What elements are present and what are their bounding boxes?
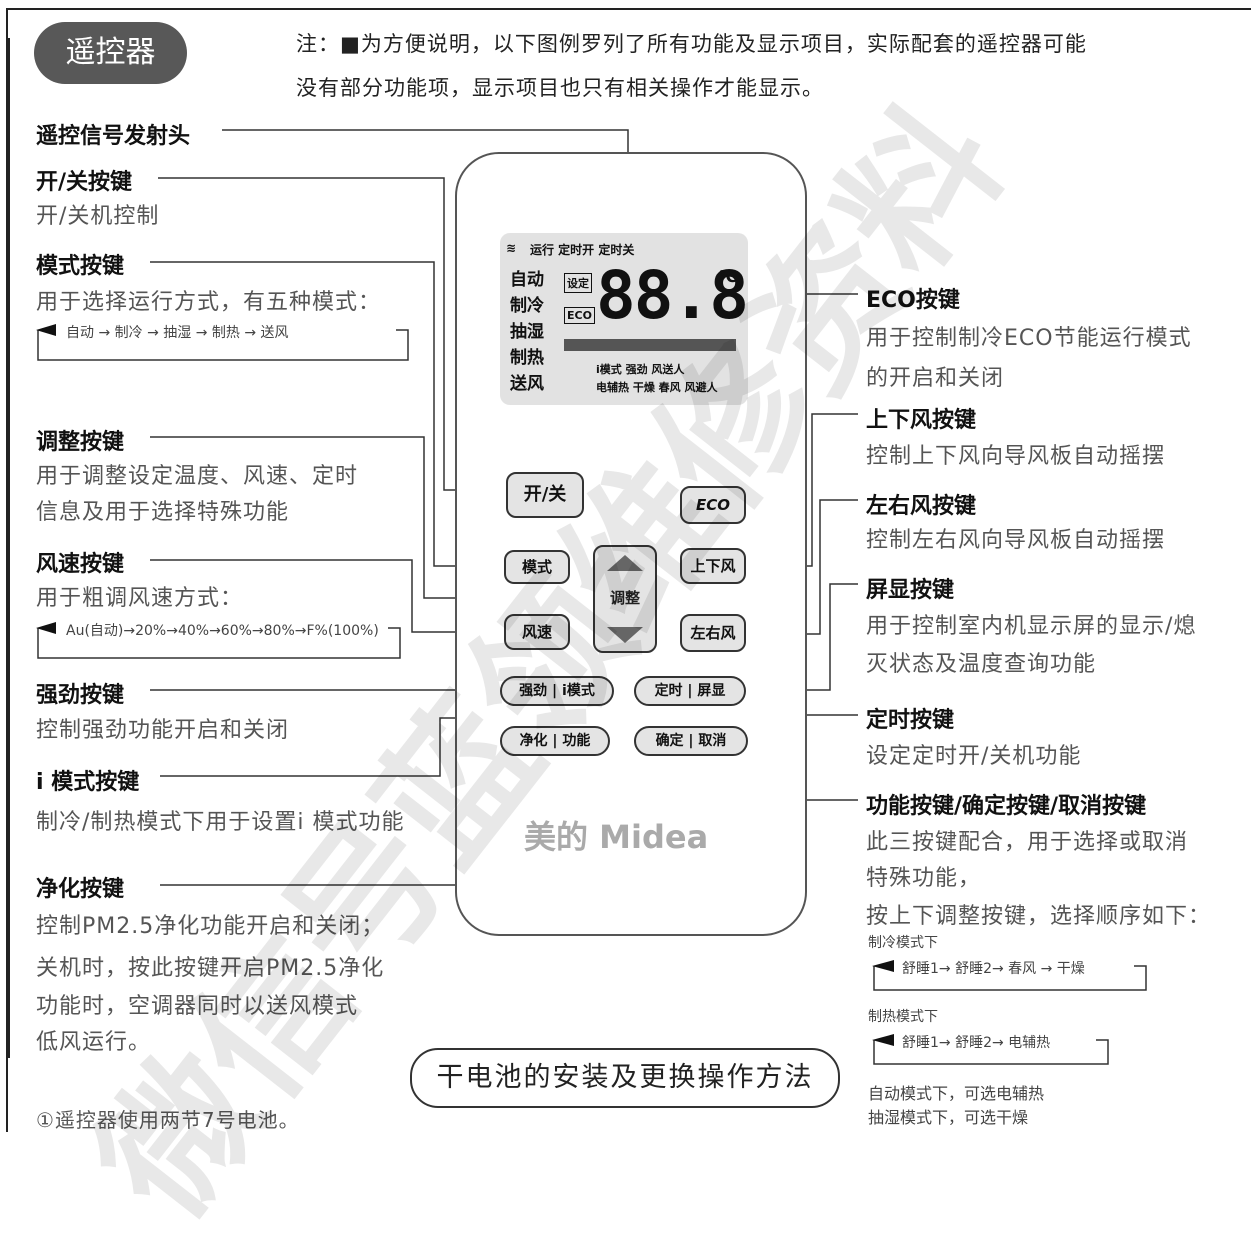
eco-key-title: ECO按键: [866, 288, 960, 313]
cool-mode-sequence: 舒睡1→ 舒睡2→ 春风 → 干燥: [902, 961, 1085, 977]
ok-cancel-button[interactable]: 确定 | 取消: [634, 726, 748, 756]
adjust-down-icon[interactable]: [607, 627, 643, 643]
updown-swing-button[interactable]: 上下风: [680, 548, 746, 584]
purify-key-desc-4: 低风运行。: [36, 1030, 152, 1055]
adjust-label: 调整: [609, 589, 640, 607]
eco-button[interactable]: ECO: [680, 486, 746, 524]
display-key-desc-1: 用于控制室内机显示屏的显示/熄: [866, 614, 1197, 639]
purify-function-button[interactable]: 净化 | 功能: [500, 726, 610, 756]
timer-display-button[interactable]: 定时 | 屏显: [634, 676, 746, 706]
updown-key-title: 上下风按键: [866, 408, 977, 433]
power-button[interactable]: 开/关: [506, 472, 584, 518]
adjust-key-desc-1: 用于调整设定温度、风速、定时: [36, 464, 359, 489]
power-key-desc: 开/关机控制: [36, 204, 160, 229]
turbo-key-desc: 控制强劲功能开启和关闭: [36, 718, 290, 743]
heat-mode-label: 制热模式下: [868, 1009, 938, 1025]
battery-section-heading: 干电池的安装及更换操作方法: [410, 1048, 840, 1108]
lcd-eco-label: ECO: [564, 307, 595, 324]
lcd-unit: ℃: [718, 267, 738, 286]
updown-key-desc: 控制上下风向导风板自动摇摆: [866, 444, 1166, 469]
adjust-up-icon[interactable]: [607, 555, 643, 571]
lcd-mode-dry: 抽湿: [510, 322, 544, 342]
func-key-desc-3: 按上下调整按键，选择顺序如下：: [866, 904, 1212, 929]
lcd-bottom-row-1: i模式 强劲 风送人: [596, 363, 685, 376]
leftright-swing-button[interactable]: 左右风: [680, 614, 746, 652]
fan-sequence: Au(自动)→20%→40%→60%→80%→F%(100%): [66, 623, 379, 639]
eco-key-desc-1: 用于控制制冷ECO节能运行模式: [866, 326, 1192, 351]
mode-key-desc: 用于选择运行方式，有五种模式：: [36, 290, 382, 315]
lcd-mode-cool: 制冷: [510, 296, 544, 316]
mode-button[interactable]: 模式: [504, 550, 570, 584]
func-key-title: 功能按键/确定按键/取消按键: [866, 794, 1147, 819]
battery-note: ①遥控器使用两节7号电池。: [36, 1108, 300, 1132]
fan-key-title: 风速按键: [36, 552, 125, 577]
timer-key-title: 定时按键: [866, 708, 955, 733]
timer-key-desc: 设定定时开/关机功能: [866, 744, 1082, 769]
purify-key-desc-3: 功能时，空调器同时以送风模式: [36, 994, 359, 1019]
heat-mode-sequence: 舒睡1→ 舒睡2→ 电辅热: [902, 1035, 1051, 1051]
fan-key-desc: 用于粗调风速方式：: [36, 586, 244, 611]
leftright-key-desc: 控制左右风向导风板自动摇摆: [866, 528, 1166, 553]
wifi-icon: ≋: [506, 241, 517, 255]
lcd-bottom-row-2: 电辅热 干燥 春风 风避人: [596, 381, 718, 394]
func-key-desc-1: 此三按键配合，用于选择或取消: [866, 830, 1189, 855]
section-badge: 遥控器: [34, 22, 187, 84]
mode-sequence: 自动 → 制冷 → 抽湿 → 制热 → 送风: [66, 325, 289, 341]
cool-mode-label: 制冷模式下: [868, 935, 938, 951]
auto-mode-note: 自动模式下，可选电辅热: [868, 1084, 1045, 1103]
lcd-mode-list: 自动 制冷 抽湿 制热 送风: [510, 267, 544, 397]
lcd-digits: 88.8: [596, 257, 749, 334]
display-key-desc-2: 灭状态及温度查询功能: [866, 652, 1097, 677]
turbo-key-title: 强劲按键: [36, 683, 125, 708]
adjust-button[interactable]: 调整: [593, 545, 657, 653]
dry-mode-note: 抽湿模式下，可选干燥: [868, 1108, 1029, 1127]
func-key-desc-2: 特殊功能，: [866, 866, 982, 891]
fan-speed-button[interactable]: 风速: [504, 614, 570, 650]
page-frame: [6, 8, 1251, 1132]
lcd-fan-bar: [564, 339, 736, 351]
imode-key-desc: 制冷/制热模式下用于设置i 模式功能: [36, 810, 405, 835]
lcd-mode-auto: 自动: [510, 270, 544, 290]
signal-emitter-title: 遥控信号发射头: [36, 124, 191, 149]
lcd-set-label: 设定: [564, 273, 592, 293]
purify-key-desc-1: 控制PM2.5净化功能开启和关闭；: [36, 914, 385, 939]
lcd-display: 运行 定时开 定时关 ≋ 自动 制冷 抽湿 制热 送风 设定 ECO 88.8 …: [500, 233, 749, 405]
turbo-imode-button[interactable]: 强劲 | i模式: [500, 676, 614, 706]
imode-key-title: i 模式按键: [36, 770, 140, 795]
eco-key-desc-2: 的开启和关闭: [866, 366, 1005, 391]
mode-key-title: 模式按键: [36, 254, 125, 279]
note-line-2: 没有部分功能项，显示项目也只有相关操作才能显示。: [296, 76, 824, 100]
lcd-mode-heat: 制热: [510, 348, 544, 368]
note-line-1: 注：■为方便说明，以下图例罗列了所有功能及显示项目，实际配套的遥控器可能: [296, 32, 1087, 56]
adjust-key-title: 调整按键: [36, 430, 125, 455]
power-key-title: 开/关按键: [36, 170, 133, 195]
adjust-key-desc-2: 信息及用于选择特殊功能: [36, 500, 290, 525]
display-key-title: 屏显按键: [866, 578, 955, 603]
lcd-status-row: 运行 定时开 定时关: [530, 243, 635, 257]
brand-logo: 美的 Midea: [524, 818, 709, 856]
left-margin-bar: [0, 38, 10, 1058]
purify-key-desc-2: 关机时，按此按键开启PM2.5净化: [36, 956, 385, 981]
lcd-mode-fan: 送风: [510, 374, 544, 394]
leftright-key-title: 左右风按键: [866, 494, 977, 519]
purify-key-title: 净化按键: [36, 877, 125, 902]
